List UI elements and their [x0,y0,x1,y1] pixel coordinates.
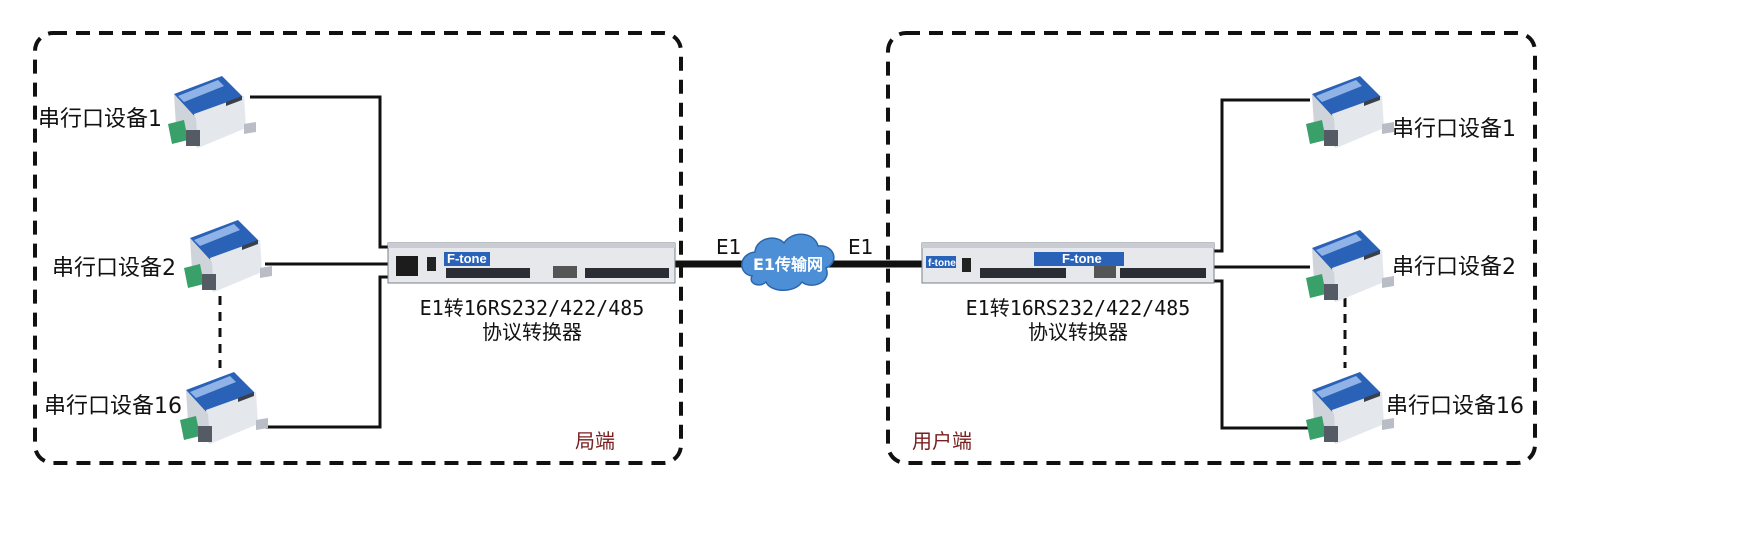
local-converter-caption-line1: E1转16RS232/422/485 [419,296,645,320]
serial-port-block-a [980,268,1066,278]
right-wiring [1214,98,1310,430]
e1-left-label: E1 [716,235,742,259]
local-device-2-label: 串行口设备2 [52,256,176,281]
left-wiring [250,95,392,429]
brand-plate [444,252,490,266]
e1-port-block [1094,266,1116,278]
serial-port-block-a [446,268,530,278]
local-site-label: 局端 [575,429,615,453]
user-converter-caption: E1转16RS232/422/485 协议转换器 [938,296,1218,344]
converter-brand: F-tone [1062,251,1102,266]
e1-network-label: E1传输网 [753,255,823,274]
user-serial-device-1 [1306,76,1394,148]
e1-right-label: E1 [848,235,874,259]
power-socket-icon [396,256,418,276]
brand-plate [1034,252,1124,266]
user-serial-device-16 [1306,372,1394,444]
serial-port-block-b [585,268,669,278]
local-serial-device-2 [184,220,272,292]
user-site-border [886,31,1537,465]
user-site-label: 用户端 [912,429,972,453]
local-device-16-label: 串行口设备16 [44,394,182,419]
local-converter-caption: E1转16RS232/422/485 协议转换器 [392,296,672,344]
local-converter-caption-line2: 协议转换器 [482,320,582,344]
local-device-1-label: 串行口设备1 [38,107,162,132]
user-serial-device-2 [1306,230,1394,302]
local-site-border [33,31,683,465]
small-brand-plate [926,256,956,268]
serial-port-block-b [1120,268,1206,278]
power-switch-icon [427,257,436,271]
user-converter-caption-line2: 协议转换器 [1028,320,1128,344]
user-device-1-label: 串行口设备1 [1392,117,1516,142]
local-protocol-converter: F-tone [387,242,676,284]
e1-port-block [553,266,577,278]
e1-network-cloud: E1传输网 [741,233,835,291]
power-switch-icon [962,258,971,272]
user-protocol-converter: f-tone F-tone [921,242,1215,284]
local-serial-device-16 [180,372,268,444]
user-converter-caption-line1: E1转16RS232/422/485 [965,296,1191,320]
user-device-2-label: 串行口设备2 [1392,255,1516,280]
local-serial-device-1 [168,76,256,148]
converter-small-brand: f-tone [928,258,956,269]
converter-brand: F-tone [447,251,487,266]
user-device-16-label: 串行口设备16 [1386,394,1524,419]
